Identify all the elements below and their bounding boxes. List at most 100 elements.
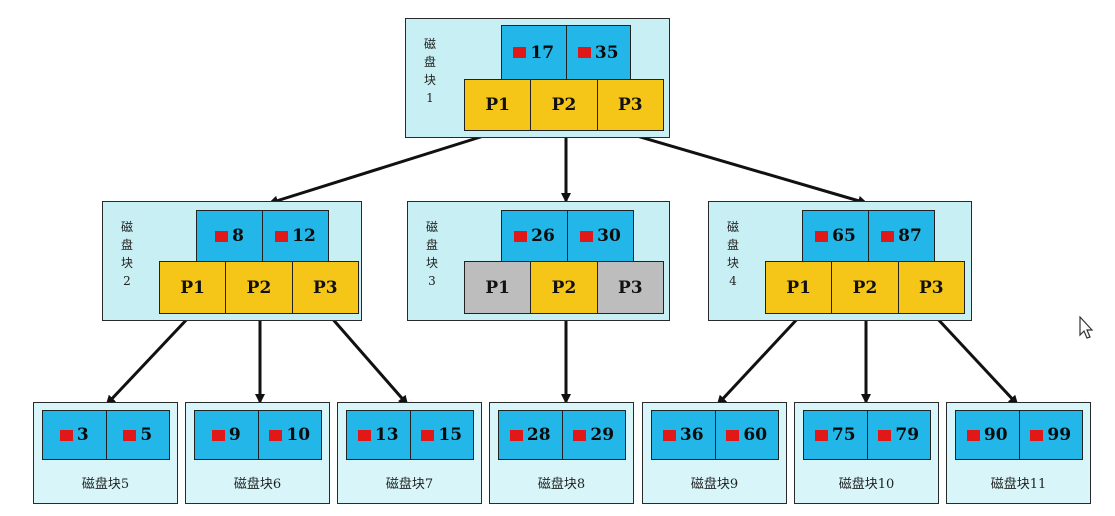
data-marker (211, 429, 225, 441)
block-caption: 磁盘块10 (838, 477, 895, 492)
data-marker (513, 47, 527, 58)
key-cell: 28 (499, 411, 563, 459)
pointer-row: P1 P2 P3 (464, 79, 664, 131)
key-cell: 12 (263, 211, 328, 261)
key-value: 87 (898, 226, 922, 246)
data-marker (123, 429, 137, 441)
key-cell: 5 (106, 411, 169, 459)
key-value: 99 (1047, 425, 1072, 445)
key-cell: 90 (956, 411, 1020, 459)
data-marker (726, 429, 740, 441)
key-cell: 99 (1019, 411, 1082, 459)
pointer-p2: P2 (531, 262, 598, 313)
key-cell: 10 (258, 411, 321, 459)
data-marker (269, 429, 283, 441)
key-cell: 87 (869, 211, 934, 261)
disk-block-6: 9 10 磁盘块6 (185, 402, 330, 504)
data-marker (1030, 429, 1044, 441)
key-value: 35 (594, 42, 619, 63)
data-marker (878, 429, 892, 441)
key-row: 65 87 (802, 210, 935, 262)
key-row: 13 15 (346, 410, 474, 460)
key-cell: 3 (43, 411, 107, 459)
data-marker (815, 230, 829, 242)
pointer-p1: P1 (465, 262, 532, 313)
pointer-p3: P3 (597, 80, 663, 130)
data-marker (580, 230, 594, 242)
key-cell: 30 (568, 211, 633, 261)
data-marker (966, 429, 980, 441)
block-caption: 磁盘块8 (537, 477, 586, 492)
data-marker (357, 429, 371, 441)
key-cell: 79 (867, 411, 930, 459)
key-value: 28 (526, 425, 551, 445)
pointer-arrow (629, 132, 868, 206)
pointer-p2: P2 (832, 262, 899, 313)
key-row: 75 79 (803, 410, 931, 460)
key-cell: 36 (652, 411, 716, 459)
data-marker (514, 230, 528, 242)
key-value: 13 (374, 425, 399, 445)
key-row: 36 60 (651, 410, 779, 460)
key-cell: 65 (803, 211, 869, 261)
pointer-p3: P3 (898, 262, 964, 313)
key-value: 36 (679, 425, 704, 445)
key-value: 17 (530, 42, 555, 63)
key-value: 26 (531, 226, 555, 246)
key-cell: 9 (195, 411, 259, 459)
key-value: 90 (983, 425, 1008, 445)
data-marker (573, 429, 587, 441)
pointer-p2: P2 (531, 80, 598, 130)
data-marker (275, 230, 289, 242)
key-value: 65 (832, 226, 856, 246)
disk-block-11: 90 99 磁盘块11 (946, 402, 1091, 504)
key-cell: 15 (410, 411, 473, 459)
key-value: 30 (597, 226, 621, 246)
key-value: 60 (743, 425, 768, 445)
pointer-p1: P1 (160, 262, 227, 313)
key-row: 26 30 (501, 210, 634, 262)
disk-block-10: 75 79 磁盘块10 (794, 402, 939, 504)
block-caption: 磁盘块11 (990, 477, 1047, 492)
key-cell: 35 (566, 26, 630, 79)
block-caption: 磁盘块5 (81, 477, 130, 492)
key-value: 9 (228, 425, 241, 445)
pointer-p2: P2 (226, 262, 293, 313)
pointer-arrow (105, 314, 192, 406)
pointer-p3: P3 (292, 262, 358, 313)
block-caption: 磁盘块9 (690, 477, 739, 492)
key-cell: 8 (197, 211, 263, 261)
block-caption: 磁盘块6 (233, 477, 282, 492)
key-cell: 13 (347, 411, 411, 459)
data-marker (577, 47, 591, 58)
mouse-cursor-icon (1079, 316, 1093, 339)
key-cell: 17 (502, 26, 567, 79)
data-marker (814, 429, 828, 441)
disk-block-9: 36 60 磁盘块9 (642, 402, 787, 504)
data-marker (662, 429, 676, 441)
key-value: 75 (831, 425, 856, 445)
data-marker (509, 429, 523, 441)
key-value: 79 (895, 425, 920, 445)
pointer-arrow (268, 132, 491, 206)
key-cell: 26 (502, 211, 568, 261)
data-marker (59, 429, 73, 441)
key-row: 17 35 (501, 25, 631, 80)
pointer-p1: P1 (766, 262, 833, 313)
pointer-p3: P3 (597, 262, 663, 313)
key-cell: 60 (715, 411, 778, 459)
